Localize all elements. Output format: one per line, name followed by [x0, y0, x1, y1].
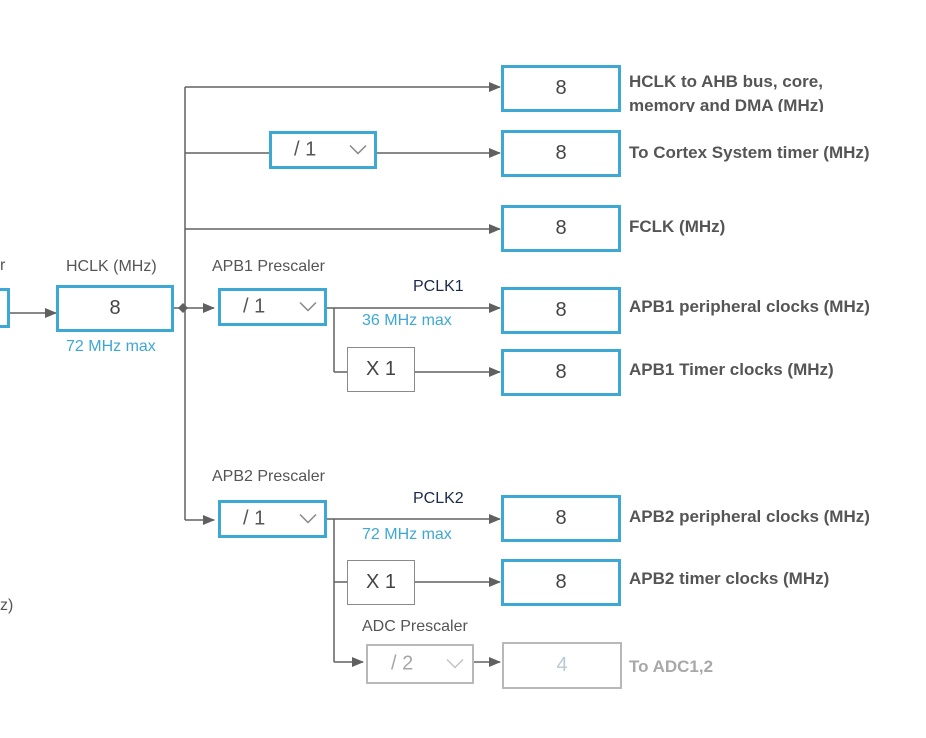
cortex-timer-output-label: To Cortex System timer (MHz) [629, 143, 870, 162]
fclk-output-label: FCLK (MHz) [629, 217, 726, 236]
pclk2-label: PCLK2 [413, 490, 464, 507]
pclk1-max-label: 36 MHz max [362, 312, 452, 329]
apb2-timer-output-label: APB2 timer clocks (MHz) [629, 569, 830, 588]
apb2-peripheral-output-box[interactable]: 8 [501, 495, 621, 542]
hclk-value-box[interactable]: 8 [56, 285, 174, 332]
pclk2-max-label: 72 MHz max [362, 526, 452, 543]
cortex-timer-output-box[interactable]: 8 [501, 130, 621, 177]
chevron-down-icon [299, 513, 317, 524]
fclk-output-box[interactable]: 8 [501, 205, 621, 252]
junction-dot [178, 303, 188, 313]
apb2-timer-multiplier: X 1 [347, 560, 415, 605]
cut-off-bottom-fragment: z) [0, 597, 14, 614]
chevron-down-icon [349, 144, 367, 155]
adc-prescaler-select[interactable]: / 2 [366, 644, 474, 684]
cut-off-input-box[interactable] [0, 288, 10, 328]
chevron-down-icon [446, 658, 464, 669]
cortex-divider-value: / 1 [294, 138, 317, 161]
apb1-prescaler-label: APB1 Prescaler [212, 258, 325, 275]
adc-prescaler-value: / 2 [391, 652, 414, 675]
apb1-prescaler-value: / 1 [243, 295, 266, 318]
apb1-timer-output-box[interactable]: 8 [501, 349, 621, 396]
apb2-prescaler-value: / 1 [243, 507, 266, 530]
hclk-label: HCLK (MHz) [66, 258, 157, 275]
apb2-peripheral-output-label: APB2 peripheral clocks (MHz) [629, 507, 870, 526]
adc-output-box[interactable]: 4 [502, 642, 622, 689]
apb1-timer-output-label: APB1 Timer clocks (MHz) [629, 360, 834, 379]
apb2-timer-output-box[interactable]: 8 [501, 559, 621, 606]
apb2-prescaler-label: APB2 Prescaler [212, 468, 325, 485]
cortex-divider-select[interactable]: / 1 [269, 131, 377, 169]
adc-prescaler-label: ADC Prescaler [362, 618, 468, 635]
adc-output-label: To ADC1,2 [629, 657, 714, 676]
chevron-down-icon [299, 301, 317, 312]
pclk1-label: PCLK1 [413, 278, 464, 295]
apb2-prescaler-select[interactable]: / 1 [218, 500, 327, 538]
apb1-peripheral-output-box[interactable]: 8 [501, 287, 621, 334]
apb1-timer-multiplier: X 1 [347, 347, 415, 392]
apb1-prescaler-select[interactable]: / 1 [218, 288, 327, 326]
hclk-max-label: 72 MHz max [66, 338, 156, 355]
hclk-ahb-output-label: HCLK to AHB bus, core, memory and DMA (M… [629, 72, 824, 112]
cut-off-label-fragment: r [0, 257, 6, 274]
hclk-ahb-output-box[interactable]: 8 [501, 65, 621, 112]
apb1-peripheral-output-label: APB1 peripheral clocks (MHz) [629, 297, 870, 316]
